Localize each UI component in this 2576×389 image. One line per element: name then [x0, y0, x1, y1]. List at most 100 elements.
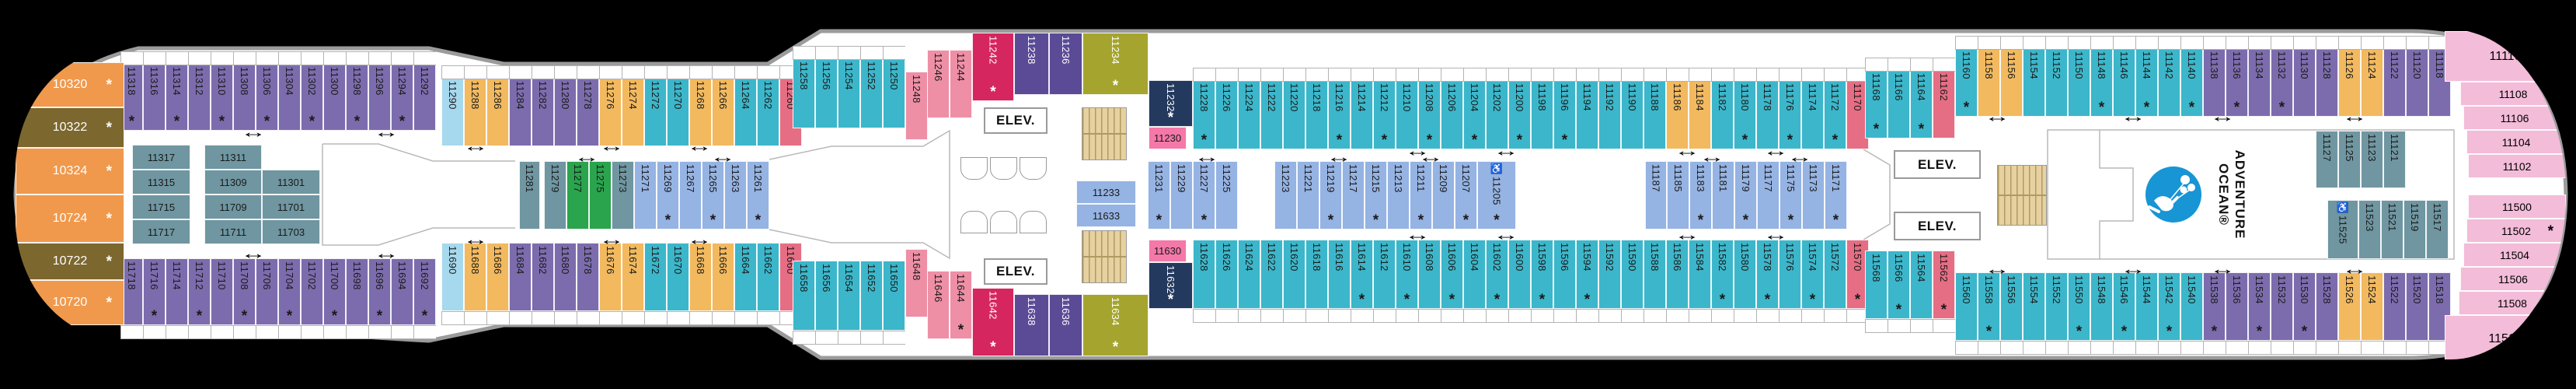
cabin-11200[interactable]: 11200*	[1508, 80, 1531, 149]
cabin-11124[interactable]: 11124	[2361, 48, 2383, 117]
cabin-11262[interactable]: 11262	[757, 78, 779, 146]
cabin-11706[interactable]: 11706	[256, 258, 278, 325]
cabin-11128[interactable]: 11128	[2316, 48, 2338, 117]
cabin-11317[interactable]: 11317	[132, 145, 190, 170]
cabin-11180[interactable]: 11180*	[1734, 80, 1756, 149]
cabin-11580[interactable]: 11580	[1734, 240, 1756, 309]
cabin-11310[interactable]: 11310*	[211, 64, 233, 131]
cabin-11692[interactable]: 11692*	[413, 258, 436, 325]
cabin-11626[interactable]: 11626	[1215, 240, 1238, 309]
cabin-11506[interactable]: 11506	[2460, 267, 2566, 291]
cabin-11556[interactable]: 11556	[2000, 272, 2023, 341]
cabin-11236[interactable]: 11236	[1049, 33, 1082, 95]
cabin-10322[interactable]: 10322*	[16, 107, 124, 148]
cabin-11596[interactable]: 11596	[1553, 240, 1576, 309]
cabin-11298[interactable]: 11298*	[346, 64, 368, 131]
cabin-11225[interactable]: 11225	[1215, 161, 1238, 230]
cabin-11126[interactable]: 11126	[2338, 48, 2361, 117]
elevator-car[interactable]	[990, 157, 1017, 180]
cabin-11182[interactable]: 11182	[1711, 80, 1734, 149]
cabin-11634[interactable]: 11634*	[1082, 294, 1149, 356]
cabin-11502[interactable]: 11502*	[2466, 219, 2566, 243]
cabin-11212[interactable]: 11212*	[1373, 80, 1396, 149]
cabin-11179[interactable]: 11179*	[1734, 161, 1757, 230]
cabin-11582[interactable]: 11582*	[1711, 240, 1734, 309]
cabin-11288[interactable]: 11288	[464, 78, 486, 146]
cabin-11594[interactable]: 11594*	[1576, 240, 1598, 309]
cabin-11562[interactable]: 11562*	[1933, 251, 1955, 319]
cabin-11508[interactable]: 11508	[2459, 291, 2566, 315]
cabin-11194[interactable]: 11194	[1576, 80, 1598, 149]
cabin-11714[interactable]: 11714	[166, 258, 188, 325]
cabin-11208[interactable]: 11208*	[1418, 80, 1441, 149]
cabin-11674[interactable]: 11674	[622, 243, 644, 311]
cabin-11211[interactable]: 11211*	[1410, 161, 1432, 230]
cabin-11231[interactable]: 11231*	[1148, 161, 1170, 230]
cabin-11242[interactable]: 11242*	[972, 33, 1014, 101]
cabin-11127[interactable]: 11127	[2316, 131, 2338, 188]
cabin-11694[interactable]: 11694	[391, 258, 413, 325]
cabin-11654[interactable]: 11654	[838, 261, 860, 331]
cabin-11138[interactable]: 11138	[2203, 48, 2226, 117]
cabin-11546[interactable]: 11546*	[2113, 272, 2135, 341]
cabin-11314[interactable]: 11314*	[166, 64, 188, 131]
cabin-11696[interactable]: 11696*	[368, 258, 391, 325]
cabin-11192[interactable]: 11192	[1598, 80, 1621, 149]
cabin-11620[interactable]: 11620	[1283, 240, 1305, 309]
cabin-11185[interactable]: 11185	[1667, 161, 1689, 230]
cabin-11523[interactable]: 11523	[2358, 200, 2381, 259]
cabin-11300[interactable]: 11300	[323, 64, 346, 131]
cabin-11536[interactable]: 11536	[2226, 272, 2248, 341]
cabin-11606[interactable]: 11606*	[1441, 240, 1463, 309]
cabin-11132[interactable]: 11132*	[2271, 48, 2293, 117]
cabin-11510[interactable]: 11510*	[2445, 315, 2566, 359]
cabin-11154[interactable]: 11154	[2023, 48, 2045, 117]
cabin-11190[interactable]: 11190	[1621, 80, 1644, 149]
cabin-11532[interactable]: 11532	[2271, 272, 2293, 341]
cabin-11554[interactable]: 11554	[2023, 272, 2045, 341]
cabin-11632[interactable]: 11632*	[1149, 262, 1193, 309]
elevator-car[interactable]	[960, 157, 988, 180]
stairs[interactable]	[1082, 107, 1127, 160]
cabin-11181[interactable]: 11181	[1712, 161, 1734, 230]
cabin-11238[interactable]: 11238	[1014, 33, 1049, 95]
cabin-11215[interactable]: 11215*	[1365, 161, 1387, 230]
cabin-11684[interactable]: 11684	[509, 243, 532, 311]
cabin-10724[interactable]: 10724*	[16, 194, 124, 243]
cabin-11183[interactable]: 11183*	[1689, 161, 1712, 230]
cabin-11576[interactable]: 11576	[1779, 240, 1801, 309]
cabin-11187[interactable]: 11187	[1645, 161, 1667, 230]
stairs[interactable]	[1997, 165, 2047, 226]
cabin-11534[interactable]: 11534*	[2248, 272, 2271, 341]
cabin-11166[interactable]: 11166	[1888, 70, 1910, 138]
cabin-11188[interactable]: 11188	[1644, 80, 1666, 149]
cabin-11633[interactable]: 11633	[1076, 204, 1136, 227]
cabin-11274[interactable]: 11274	[622, 78, 644, 146]
cabin-11644[interactable]: 11644*	[950, 271, 972, 339]
cabin-11270[interactable]: 11270	[667, 78, 689, 146]
cabin-11198[interactable]: 11198	[1531, 80, 1553, 149]
cabin-10324[interactable]: 10324*	[16, 148, 124, 194]
cabin-11214[interactable]: 11214	[1351, 80, 1373, 149]
cabin-11223[interactable]: 11223	[1274, 161, 1297, 230]
cabin-11263[interactable]: 11263	[724, 161, 747, 230]
cabin-11173[interactable]: 11173	[1802, 161, 1825, 230]
cabin-11708[interactable]: 11708*	[233, 258, 256, 325]
cabin-11156[interactable]: 11156	[2000, 48, 2023, 117]
cabin-11102[interactable]: 11102	[2468, 154, 2566, 178]
cabin-11622[interactable]: 11622	[1260, 240, 1283, 309]
cabin-11656[interactable]: 11656	[815, 261, 838, 331]
cabin-11210[interactable]: 11210	[1396, 80, 1418, 149]
cabin-11670[interactable]: 11670	[667, 243, 689, 311]
cabin-11130[interactable]: 11130	[2293, 48, 2316, 117]
cabin-11284[interactable]: 11284	[509, 78, 532, 146]
cabin-11228[interactable]: 11228*	[1193, 80, 1215, 149]
cabin-11652[interactable]: 11652	[860, 261, 883, 331]
cabin-11612[interactable]: 11612	[1373, 240, 1396, 309]
cabin-11526[interactable]: 11526	[2338, 272, 2361, 341]
cabin-11207[interactable]: 11207*	[1455, 161, 1477, 230]
cabin-11230[interactable]: 11230	[1149, 127, 1187, 149]
cabin-11294[interactable]: 11294*	[391, 64, 413, 131]
cabin-11646[interactable]: 11646	[927, 271, 950, 339]
cabin-11316[interactable]: 11316	[143, 64, 166, 131]
